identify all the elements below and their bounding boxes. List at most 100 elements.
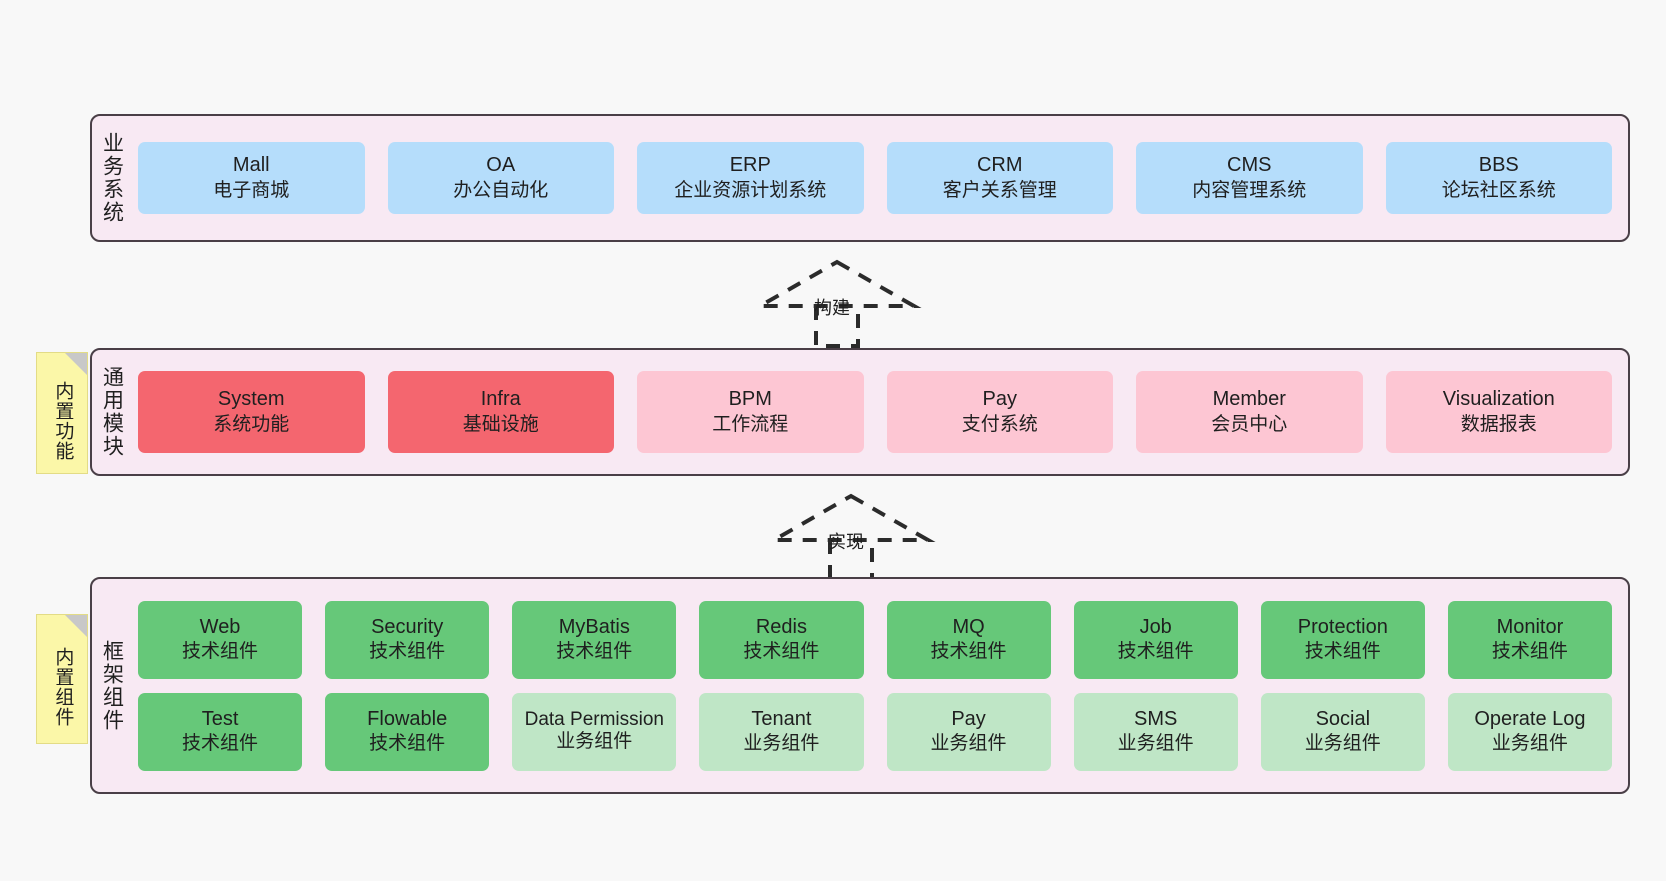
module-name-cn: 工作流程 (712, 413, 789, 435)
module-box-bbs[interactable]: BBS 论坛社区系统 (1385, 142, 1612, 214)
module-name-en: Infra (480, 388, 521, 411)
dashed-generalization-arrow-icon (752, 259, 922, 348)
module-box-pay[interactable]: Pay 支付系统 (886, 371, 1113, 453)
module-name-cn: 业务组件 (1304, 733, 1381, 755)
module-name-en: Redis (755, 615, 807, 638)
module-name-en: BPM (728, 388, 772, 411)
module-row: System 系统功能 Infra 基础设施 BPM 工作流程 Pay 支付系统… (138, 371, 1612, 453)
sticky-note-label: 内置组件 (52, 647, 74, 727)
module-name-cn: 企业资源计划系统 (674, 179, 827, 201)
module-name-cn: 技术组件 (556, 641, 633, 663)
module-box-test[interactable]: Test 技术组件 (138, 692, 303, 771)
connector-label-build: 构建 (814, 298, 850, 318)
layer-title-business: 业务系统 (100, 132, 124, 224)
module-name-en: Web (199, 615, 241, 638)
layer-title-common: 通用模块 (100, 366, 124, 458)
module-name-cn: 技术组件 (930, 641, 1007, 663)
module-name-cn: 电子商城 (213, 179, 290, 201)
module-name-en: Monitor (1496, 615, 1564, 638)
sticky-note-label: 内置功能 (52, 381, 74, 461)
layer-business-systems[interactable]: 业务系统 Mall 电子商城 OA 办公自动化 ERP 企业资源计划系统 CRM… (90, 114, 1630, 242)
module-row: Mall 电子商城 OA 办公自动化 ERP 企业资源计划系统 CRM 客户关系… (138, 142, 1612, 214)
module-name-en: Pay (951, 707, 986, 730)
module-name-cn: 系统功能 (213, 413, 290, 435)
module-name-cn: 数据报表 (1460, 413, 1537, 435)
module-box-mybatis[interactable]: MyBatis 技术组件 (512, 600, 677, 679)
module-name-en: Member (1212, 388, 1286, 411)
module-name-en: MQ (952, 615, 985, 638)
layer-body-common: System 系统功能 Infra 基础设施 BPM 工作流程 Pay 支付系统… (130, 350, 1628, 474)
module-name-cn: 论坛社区系统 (1441, 179, 1556, 201)
module-name-cn: 办公自动化 (453, 179, 549, 201)
module-row: Web 技术组件 Security 技术组件 MyBatis 技术组件 Redi… (138, 600, 1612, 679)
module-box-security[interactable]: Security 技术组件 (325, 600, 490, 679)
module-box-mall[interactable]: Mall 电子商城 (138, 142, 365, 214)
module-name-en: SMS (1134, 707, 1178, 730)
module-name-en: Mall (232, 154, 270, 177)
module-name-en: CRM (976, 154, 1023, 177)
module-name-cn: 内容管理系统 (1192, 179, 1307, 201)
module-name-cn: 业务组件 (743, 733, 820, 755)
module-name-cn: 技术组件 (182, 733, 259, 755)
module-box-protection[interactable]: Protection 技术组件 (1260, 600, 1425, 679)
module-box-tenant[interactable]: Tenant 业务组件 (699, 692, 864, 771)
module-name-en: Security (371, 615, 444, 638)
layer-body-business: Mall 电子商城 OA 办公自动化 ERP 企业资源计划系统 CRM 客户关系… (130, 116, 1628, 240)
module-box-oa[interactable]: OA 办公自动化 (387, 142, 614, 214)
module-box-member[interactable]: Member 会员中心 (1136, 371, 1363, 453)
module-name-en: OA (486, 154, 516, 177)
module-box-erp[interactable]: ERP 企业资源计划系统 (637, 142, 864, 214)
module-box-sms[interactable]: SMS 业务组件 (1073, 692, 1238, 771)
module-name-en: ERP (729, 154, 771, 177)
module-box-crm[interactable]: CRM 客户关系管理 (886, 142, 1113, 214)
module-name-cn: 支付系统 (961, 413, 1038, 435)
module-box-job[interactable]: Job 技术组件 (1073, 600, 1238, 679)
module-name-cn: 技术组件 (182, 641, 259, 663)
module-row: Test 技术组件 Flowable 技术组件 Data Permission … (138, 692, 1612, 771)
module-box-data-permission[interactable]: Data Permission 业务组件 (512, 692, 677, 771)
module-name-en: Tenant (751, 707, 812, 730)
module-box-social[interactable]: Social 业务组件 (1260, 692, 1425, 771)
layer-title-frame: 框架组件 (100, 639, 124, 732)
module-name-en: System (217, 388, 285, 411)
module-name-en: Job (1139, 615, 1172, 638)
module-name-cn: 客户关系管理 (942, 179, 1057, 201)
module-name-en: Visualization (1442, 388, 1555, 411)
module-name-en: MyBatis (558, 615, 630, 638)
module-name-cn: 技术组件 (1304, 641, 1381, 663)
module-box-pay-business[interactable]: Pay 业务组件 (886, 692, 1051, 771)
module-name-en: Data Permission (524, 708, 664, 730)
module-box-mq[interactable]: MQ 技术组件 (886, 600, 1051, 679)
module-box-infra[interactable]: Infra 基础设施 (387, 371, 614, 453)
module-box-web[interactable]: Web 技术组件 (138, 600, 303, 679)
module-name-en: Operate Log (1474, 707, 1586, 730)
module-name-cn: 技术组件 (369, 733, 446, 755)
module-box-monitor[interactable]: Monitor 技术组件 (1447, 600, 1612, 679)
module-box-flowable[interactable]: Flowable 技术组件 (325, 692, 490, 771)
module-box-visualization[interactable]: Visualization 数据报表 (1385, 371, 1612, 453)
module-box-system[interactable]: System 系统功能 (138, 371, 365, 453)
layer-framework-components[interactable]: 框架组件 Web 技术组件 Security 技术组件 MyBatis 技术组件… (90, 577, 1630, 794)
module-name-cn: 技术组件 (1117, 641, 1194, 663)
module-box-cms[interactable]: CMS 内容管理系统 (1136, 142, 1363, 214)
module-name-en: Test (201, 707, 239, 730)
connector-label-implement: 实现 (828, 532, 864, 552)
sticky-note-builtin-features: 内置功能 (36, 352, 88, 474)
module-name-en: Flowable (367, 707, 448, 730)
module-box-bpm[interactable]: BPM 工作流程 (637, 371, 864, 453)
module-name-en: BBS (1478, 154, 1519, 177)
module-box-redis[interactable]: Redis 技术组件 (699, 600, 864, 679)
module-name-cn: 业务组件 (1117, 733, 1194, 755)
module-name-cn: 基础设施 (462, 413, 539, 435)
module-name-cn: 技术组件 (1491, 641, 1568, 663)
module-name-en: Social (1315, 707, 1371, 730)
layer-body-frame: Web 技术组件 Security 技术组件 MyBatis 技术组件 Redi… (130, 579, 1628, 792)
layer-common-modules[interactable]: 通用模块 System 系统功能 Infra 基础设施 BPM 工作流程 Pay… (90, 348, 1630, 476)
module-name-cn: 业务组件 (556, 731, 633, 753)
module-name-en: CMS (1227, 154, 1272, 177)
connector-implement: 实现 (766, 490, 936, 582)
module-name-cn: 技术组件 (743, 641, 820, 663)
module-name-cn: 技术组件 (369, 641, 446, 663)
module-box-operate-log[interactable]: Operate Log 业务组件 (1447, 692, 1612, 771)
